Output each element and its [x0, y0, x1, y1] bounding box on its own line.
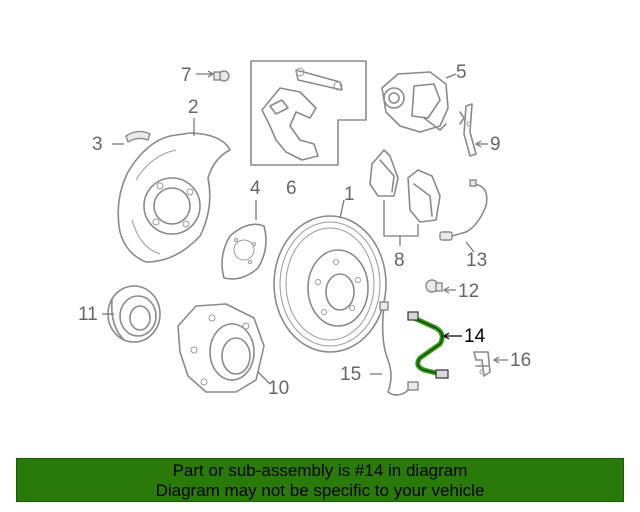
part-1-brake-rotor[interactable]: [273, 215, 387, 353]
part-16-bracket-clip[interactable]: [473, 351, 491, 377]
part-9-clip[interactable]: [459, 103, 477, 157]
callout-7: 7: [181, 65, 192, 86]
callout-16: 16: [510, 350, 531, 371]
part-4-gasket[interactable]: [221, 223, 267, 280]
callout-3: 3: [92, 134, 103, 155]
part-5-brake-caliper[interactable]: [381, 71, 449, 133]
part-13-wear-sensor[interactable]: [439, 179, 488, 241]
part-3-shim[interactable]: [125, 130, 151, 144]
callout-2: 2: [188, 97, 199, 118]
callout-14: 14: [464, 326, 486, 347]
part-14-brake-hose[interactable]: [407, 311, 449, 379]
callout-5: 5: [456, 62, 467, 83]
part-11-wheel-bearing[interactable]: [107, 285, 161, 343]
callout-15: 15: [340, 364, 361, 385]
callout-6: 6: [286, 178, 297, 199]
part-7-bolt[interactable]: [213, 70, 230, 82]
notice-line-disclaimer: Diagram may not be specific to your vehi…: [155, 481, 485, 500]
part-6-caliper-carrier-box[interactable]: [250, 60, 367, 166]
callout-8: 8: [394, 250, 405, 271]
vehicle-fit-notice-banner: Part or sub-assembly is #14 in diagram D…: [16, 458, 624, 502]
notice-line-part: Part or sub-assembly is #14 in diagram: [172, 461, 468, 480]
callout-12: 12: [458, 281, 479, 302]
part-15-abs-sensor[interactable]: [379, 301, 419, 396]
callout-9: 9: [490, 134, 501, 155]
part-2-backing-plate[interactable]: [117, 132, 231, 263]
callout-4: 4: [250, 178, 261, 199]
callout-13: 13: [466, 250, 487, 271]
part-12-bolt[interactable]: [425, 279, 443, 293]
callout-10: 10: [268, 378, 289, 399]
callout-1: 1: [344, 184, 355, 205]
part-8-brake-pads[interactable]: [369, 149, 441, 223]
callout-11: 11: [78, 304, 98, 325]
part-10-wheel-hub[interactable]: [177, 303, 265, 393]
